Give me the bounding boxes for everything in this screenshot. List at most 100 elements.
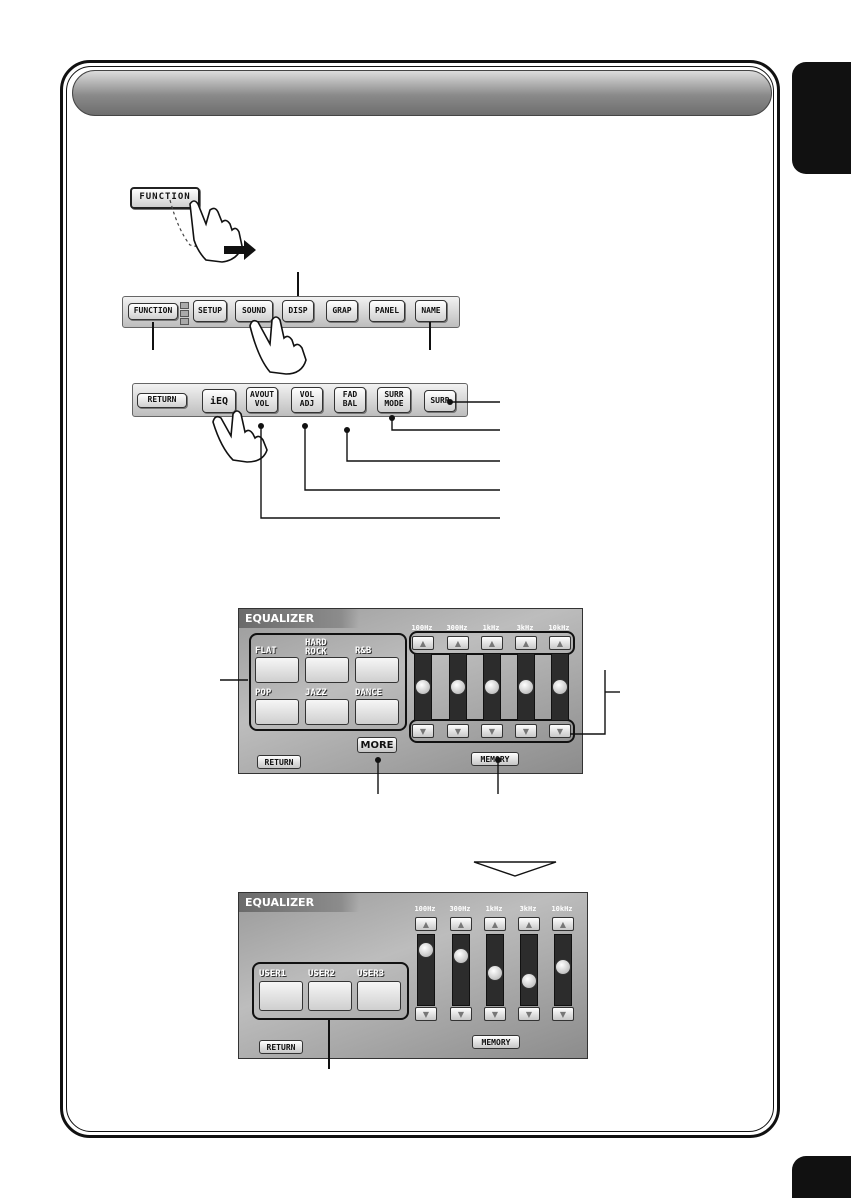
preset-label: HARD ROCK: [305, 638, 327, 657]
function-bar-function-button[interactable]: FUNCTION: [128, 303, 178, 320]
callout-lines: [220, 670, 620, 794]
more-button[interactable]: MORE: [357, 737, 397, 753]
page-frame-inner: [66, 66, 774, 1132]
callout-line: [429, 322, 431, 350]
preset-dance-button[interactable]: [355, 699, 399, 725]
screen-title: EQUALIZER: [239, 609, 359, 628]
indicator-lights: [180, 302, 189, 325]
band-up-button[interactable]: ▲: [552, 917, 574, 931]
band-slider-knob[interactable]: [487, 964, 503, 981]
band-slider-knob[interactable]: [415, 679, 431, 695]
band-down-button[interactable]: ▼: [412, 724, 434, 738]
preset-group-outline: [249, 633, 407, 731]
band-up-button[interactable]: ▲: [447, 636, 469, 650]
callout-line: [152, 322, 154, 350]
pointing-hand-icon: [249, 316, 307, 375]
preset-pop-button[interactable]: [255, 699, 299, 725]
band-slider-knob[interactable]: [418, 942, 434, 959]
section-title-bar: [72, 70, 772, 116]
equalizer-screen-user: EQUALIZER USER1 USER2 USER3 RETURN MEMOR…: [238, 892, 588, 1059]
preset-hard-rock-button[interactable]: [305, 657, 349, 683]
down-arrow-icon: [473, 861, 557, 877]
setup-button[interactable]: SETUP: [193, 300, 227, 322]
preset-jazz-button[interactable]: [305, 699, 349, 725]
return-button[interactable]: RETURN: [259, 1040, 303, 1054]
band-up-button[interactable]: ▲: [549, 636, 571, 650]
band-down-button[interactable]: ▼: [518, 1007, 540, 1021]
return-button[interactable]: RETURN: [257, 755, 301, 769]
fad-bal-button[interactable]: FAD BAL: [334, 387, 366, 413]
band-slider-knob[interactable]: [521, 973, 537, 990]
function-button[interactable]: FUNCTION: [130, 187, 200, 209]
band-up-button[interactable]: ▲: [515, 636, 537, 650]
band-label: 1kHz: [482, 624, 500, 632]
band-label: 3kHz: [516, 624, 534, 632]
screen-title: EQUALIZER: [239, 893, 359, 912]
band-down-button[interactable]: ▼: [447, 724, 469, 738]
preset-label: DANCE: [355, 688, 383, 698]
band-label: 300Hz: [446, 624, 468, 632]
band-label: 300Hz: [449, 905, 471, 913]
surr-button[interactable]: SURR: [424, 390, 456, 412]
band-down-button[interactable]: ▼: [484, 1007, 506, 1021]
preset-flat-button[interactable]: [255, 657, 299, 683]
user1-button[interactable]: [259, 981, 303, 1011]
callout-line: [328, 1019, 330, 1069]
band-up-button[interactable]: ▲: [412, 636, 434, 650]
band-slider-track[interactable]: [452, 934, 470, 1006]
callout-line: [297, 272, 299, 298]
band-down-button[interactable]: ▼: [515, 724, 537, 738]
band-down-button[interactable]: ▼: [415, 1007, 437, 1021]
panel-button[interactable]: PANEL: [369, 300, 405, 322]
preset-label: USER2: [308, 969, 336, 979]
pointing-hand-icon: [169, 199, 256, 263]
band-label: 100Hz: [411, 624, 433, 632]
surr-mode-button[interactable]: SURR MODE: [377, 387, 411, 413]
preset-label: USER1: [259, 969, 287, 979]
disp-button[interactable]: DISP: [282, 300, 314, 322]
preset-label: JAZZ: [305, 688, 327, 698]
band-slider-knob[interactable]: [518, 679, 534, 695]
name-button[interactable]: NAME: [415, 300, 447, 322]
band-slider-knob[interactable]: [555, 959, 571, 976]
band-down-button[interactable]: ▼: [552, 1007, 574, 1021]
band-up-button[interactable]: ▲: [484, 917, 506, 931]
user-preset-outline: [252, 962, 409, 1020]
page-frame: [60, 60, 780, 1138]
ieq-button[interactable]: iEQ: [202, 389, 236, 413]
band-label: 10kHz: [548, 624, 570, 632]
preset-label: POP: [255, 688, 272, 698]
language-tab: [792, 62, 851, 174]
page-number-tab: [792, 1156, 851, 1198]
band-down-button[interactable]: ▼: [450, 1007, 472, 1021]
band-up-button[interactable]: ▲: [518, 917, 540, 931]
band-up-button[interactable]: ▲: [450, 917, 472, 931]
band-slider-knob[interactable]: [453, 948, 469, 964]
band-slider-knob[interactable]: [450, 679, 466, 695]
user2-button[interactable]: [308, 981, 352, 1011]
band-up-button[interactable]: ▲: [481, 636, 503, 650]
band-label: 10kHz: [551, 905, 573, 913]
band-label: 3kHz: [519, 905, 537, 913]
band-down-button[interactable]: ▼: [549, 724, 571, 738]
vol-adj-button[interactable]: VOL ADJ: [291, 387, 323, 413]
preset-rnb-button[interactable]: [355, 657, 399, 683]
memory-button[interactable]: MEMORY: [471, 752, 519, 766]
band-slider-knob[interactable]: [484, 679, 500, 695]
return-button[interactable]: RETURN: [137, 393, 187, 408]
pointing-hand-icon: [212, 410, 268, 463]
preset-label: R&B: [355, 646, 372, 656]
memory-button[interactable]: MEMORY: [472, 1035, 520, 1049]
avout-vol-button[interactable]: AVOUT VOL: [246, 387, 278, 413]
grap-button[interactable]: GRAP: [326, 300, 358, 322]
equalizer-screen-preset: EQUALIZER FLAT HARD ROCK R&B POP JAZZ DA…: [238, 608, 583, 774]
band-slider-knob[interactable]: [552, 679, 568, 695]
preset-label: FLAT: [255, 646, 277, 656]
band-up-button[interactable]: ▲: [415, 917, 437, 931]
user3-button[interactable]: [357, 981, 401, 1011]
callout-lines: [258, 399, 500, 519]
band-slider-track[interactable]: [520, 934, 538, 1006]
preset-label: USER3: [357, 969, 385, 979]
band-down-button[interactable]: ▼: [481, 724, 503, 738]
band-label: 100Hz: [414, 905, 436, 913]
